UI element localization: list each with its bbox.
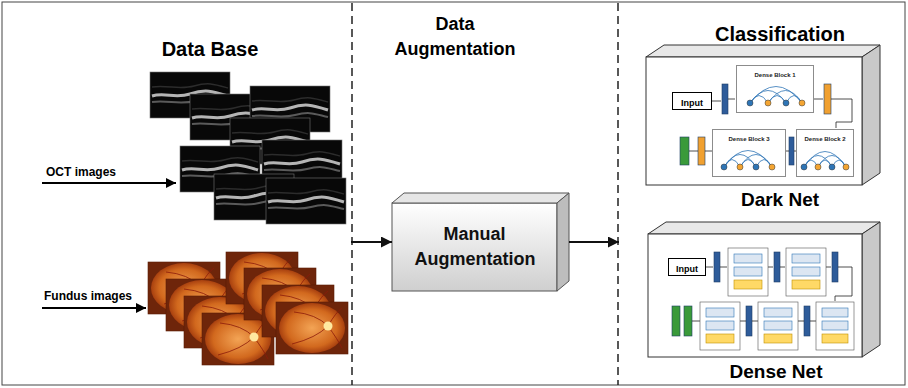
fundus-image-stack <box>148 252 348 365</box>
oct-image-stack <box>150 72 346 224</box>
input-label: Fundus images <box>44 289 132 304</box>
dense-block: Dense Block 3 <box>712 129 786 177</box>
block-label: Dense Block 2 <box>797 131 853 143</box>
section-heading: Data Augmentation <box>390 12 520 62</box>
section-heading: Classification <box>656 22 904 46</box>
network-box: Dark Net Input Dense Block 1 Dense Block 3 D… <box>646 45 880 211</box>
section-divider <box>352 3 618 385</box>
section-panel: Data AugmentationManual Augmentation <box>353 4 617 384</box>
network-name: Dense Net <box>648 357 880 383</box>
network-box: Dense Net Input <box>648 222 880 383</box>
dense-block: Dense Block 1 <box>736 65 814 113</box>
network-name: Dark Net <box>646 185 880 211</box>
flow-arrow <box>569 241 619 243</box>
box-label: Input <box>676 260 698 275</box>
residual-cycle <box>700 248 854 350</box>
network-box-faces <box>646 45 880 357</box>
block-label: Dense Block 1 <box>737 67 813 79</box>
input-label: OCT images <box>46 165 116 180</box>
dense-connections <box>724 87 846 168</box>
dense-units <box>721 100 849 170</box>
flow-arrow <box>351 241 392 243</box>
dense-block: Dense Block 2 <box>796 129 854 177</box>
box-label: Manual Augmentation <box>415 222 535 272</box>
input-box: Input <box>668 258 706 276</box>
section-heading: Data Base <box>69 37 351 61</box>
process-box: Manual Augmentation <box>392 193 569 291</box>
input-arrow <box>42 183 176 308</box>
input-box: Input <box>672 92 712 110</box>
section-panel: ClassificationDark NetInputDense Block 1… <box>619 4 904 384</box>
box-3d-faces <box>392 193 569 291</box>
section-panel: Data Base <box>4 4 351 384</box>
box-label: Input <box>681 94 703 109</box>
block-label: Dense Block 3 <box>713 131 785 143</box>
